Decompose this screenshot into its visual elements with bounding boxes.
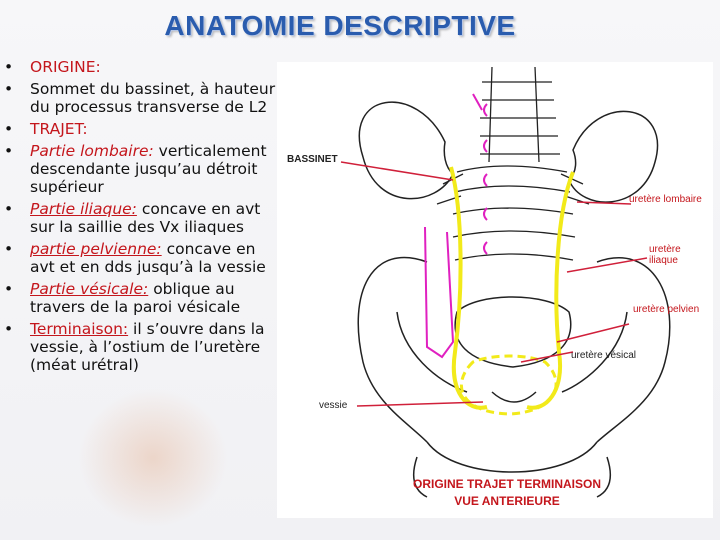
bullet-dot: • xyxy=(4,280,14,298)
bullet-origine: • ORIGINE: xyxy=(4,58,276,76)
bullet-text: concave en avt et en dds jusqu’à la vess… xyxy=(30,240,266,276)
bullet-dot: • xyxy=(4,142,14,160)
bullet-trajet: • TRAJET: xyxy=(4,120,276,138)
bullet-terminaison: • Terminaison: il s’ouvre dans la vessie… xyxy=(4,320,276,374)
bullet-head: Partie lombaire: xyxy=(30,142,154,160)
left-kidney xyxy=(358,101,454,200)
bullet-head: TRAJET: xyxy=(30,120,88,138)
bullet-partie-pelvienne: • partie pelvienne: concave en avt et en… xyxy=(4,240,276,276)
label-uretere-lombaire: uretère lombaire xyxy=(629,194,702,205)
bullet-dot: • xyxy=(4,120,14,138)
bullet-dot: • xyxy=(4,80,14,98)
bullet-text: concave en avt sur la saillie des Vx ili… xyxy=(30,200,261,236)
figure-caption: ORIGINE TRAJET TERMINAISON VUE ANTERIEUR… xyxy=(377,476,637,510)
label-bassinet: BASSINET xyxy=(287,154,338,165)
bullet-dot: • xyxy=(4,240,14,258)
bullet-dot: • xyxy=(4,200,14,218)
bullet-text: oblique au travers de la paroi vésicale xyxy=(30,280,241,316)
bullet-dot: • xyxy=(4,320,14,338)
bullet-partie-vesicale: • Partie vésicale: oblique au travers de… xyxy=(4,280,276,316)
bullet-head: Partie vésicale: xyxy=(30,280,149,298)
bullet-head: partie pelvienne: xyxy=(30,240,162,258)
bullet-text: verticalement descendante jusqu’au détro… xyxy=(30,142,267,196)
caption-line-1: ORIGINE TRAJET TERMINAISON xyxy=(412,477,601,491)
ureter-drawing xyxy=(340,66,671,498)
magenta-marks xyxy=(424,93,488,359)
ureters xyxy=(449,166,575,410)
slide-title: ANATOMIE DESCRIPTIVE xyxy=(164,10,516,41)
bullet-head: Terminaison: xyxy=(30,320,129,338)
bullet-text: il s’ouvre dans la vessie, à l’ostium de… xyxy=(30,320,265,374)
bullet-head: ORIGINE: xyxy=(30,58,101,76)
pelvis xyxy=(357,256,671,498)
bullet-partie-iliaque: • Partie iliaque: concave en avt sur la … xyxy=(4,200,276,236)
label-uretere-iliaque: uretère iliaque xyxy=(649,244,681,266)
pointer-lines xyxy=(340,161,648,407)
bullet-partie-lombaire: • Partie lombaire: verticalement descend… xyxy=(4,142,276,196)
anatomy-figure: BASSINET uretère lombaire uretère iliaqu… xyxy=(277,62,713,518)
kidney-watermark xyxy=(78,388,228,528)
bullet-text: Sommet du bassinet, à hauteur du process… xyxy=(30,80,276,116)
label-uretere-vesical: uretère vésical xyxy=(571,350,637,361)
bullet-head: Partie iliaque: xyxy=(30,200,137,218)
caption-line-2: VUE ANTERIEURE xyxy=(454,494,560,508)
bullet-list: • ORIGINE: • Sommet du bassinet, à haute… xyxy=(4,58,276,378)
label-uretere-pelvien: uretère pelvien xyxy=(633,304,700,315)
bullet-sommet: • Sommet du bassinet, à hauteur du proce… xyxy=(4,80,276,116)
right-kidney xyxy=(568,110,658,203)
bullet-dot: • xyxy=(4,58,14,76)
bladder xyxy=(459,354,558,416)
label-vessie: vessie xyxy=(319,400,348,411)
